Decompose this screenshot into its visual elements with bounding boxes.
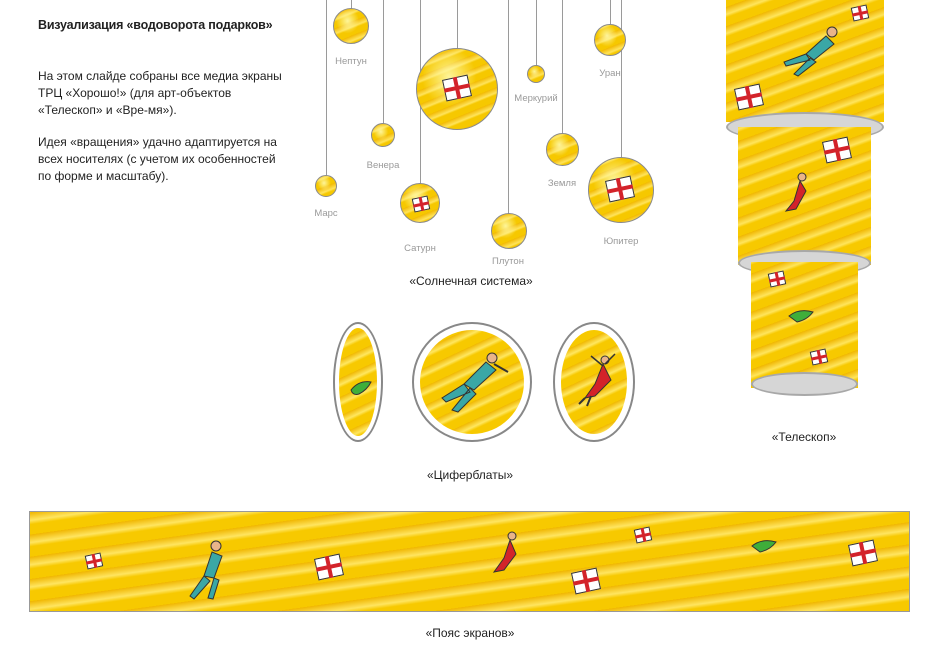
planet-label-jupiter: Юпитер (603, 236, 639, 247)
green-figure-icon (751, 540, 777, 553)
flying-woman-icon (578, 353, 616, 407)
caption-solar-system: «Солнечная система» (409, 274, 533, 288)
planet-neptune (333, 8, 369, 44)
flying-man-icon (783, 26, 838, 77)
hanging-string (383, 0, 384, 124)
planet-label-mars: Марс (314, 208, 338, 219)
green-figure-icon (350, 381, 372, 395)
screen-belt (29, 511, 910, 612)
hanging-string (610, 0, 611, 25)
hanging-string (508, 0, 509, 214)
planet-jupiter (588, 157, 654, 223)
hanging-string (351, 0, 352, 10)
caption-belt: «Пояс экранов» (425, 626, 515, 640)
hanging-string (457, 0, 458, 50)
slide-title: Визуализация «водоворота подарков» (38, 18, 273, 32)
planet-large (416, 48, 498, 130)
planet-venus (371, 123, 395, 147)
planet-label-neptune: Нептун (335, 56, 367, 67)
hanging-string (536, 0, 537, 66)
planet-label-earth: Земля (547, 178, 577, 189)
planet-mars (315, 175, 337, 197)
flying-woman-icon (492, 531, 517, 573)
intro-paragraph: На этом слайде собраны все медиа экраны … (38, 69, 282, 117)
telescope-top-segment (726, 0, 884, 122)
hanging-string (621, 0, 622, 158)
dial-round (412, 322, 532, 442)
belt-figures (189, 531, 777, 600)
planet-uranus (594, 24, 626, 56)
planet-label-mercury: Меркурий (514, 93, 558, 104)
dial-narrow (333, 322, 383, 442)
flying-man-icon (441, 352, 509, 413)
green-figure-icon (788, 310, 814, 323)
planet-mercury (527, 65, 545, 83)
planet-label-venus: Венера (366, 160, 400, 171)
hanging-string (562, 0, 563, 134)
flying-man-icon (189, 540, 223, 600)
caption-telescope: «Телескоп» (771, 430, 837, 444)
planet-saturn (400, 183, 440, 223)
telescope-bottom-rim (751, 372, 858, 396)
gift-box-icon (411, 195, 431, 213)
caption-dials: «Циферблаты» (426, 468, 514, 482)
planet-label-pluto: Плутон (492, 256, 524, 267)
gift-box-icon (604, 175, 636, 203)
gift-box-icon (441, 74, 473, 102)
idea-paragraph: Идея «вращения» удачно адаптируется на в… (38, 135, 277, 183)
telescope-bottom-segment (751, 262, 858, 388)
dial-oval (553, 322, 635, 442)
hanging-string (326, 0, 327, 175)
planet-earth (546, 133, 579, 166)
telescope-middle-segment (738, 127, 871, 265)
planet-label-uranus: Уран (599, 68, 621, 79)
planet-label-saturn: Сатурн (404, 243, 436, 254)
planet-pluto (491, 213, 527, 249)
flying-woman-icon (784, 172, 807, 212)
